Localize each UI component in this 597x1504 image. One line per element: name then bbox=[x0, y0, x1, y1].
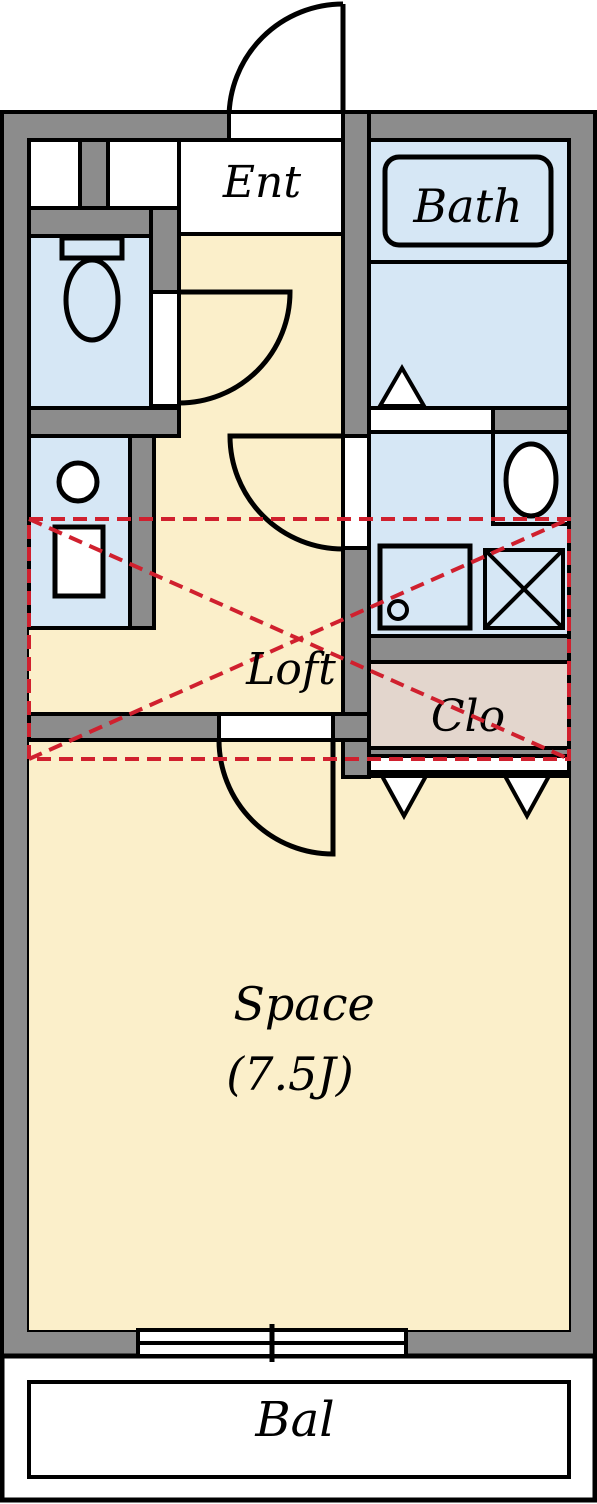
loft-outline bbox=[27, 517, 571, 761]
wash-basin-icon bbox=[503, 441, 559, 519]
loft-label: Loft bbox=[245, 644, 336, 695]
closet bbox=[367, 660, 571, 750]
shoe-box-right bbox=[106, 138, 181, 210]
balcony-label: Bal bbox=[254, 1392, 334, 1448]
entrance-threshold bbox=[227, 110, 345, 142]
entrance-door bbox=[226, 1, 346, 119]
room-door-jamb bbox=[217, 712, 335, 742]
closet-door-marker-left bbox=[378, 774, 430, 821]
closet-label: Clo bbox=[431, 691, 505, 742]
storage-box-icon bbox=[483, 548, 565, 630]
toilet-icon bbox=[59, 235, 125, 343]
entrance-step bbox=[177, 138, 345, 236]
bath-label: Bath bbox=[412, 179, 522, 233]
entrance-label: Ent bbox=[222, 157, 301, 208]
main-room-label: Space bbox=[233, 977, 374, 1031]
shoe-box-left bbox=[27, 138, 82, 210]
stove-icon bbox=[56, 460, 100, 504]
main-room-size: (7.5J) bbox=[226, 1047, 354, 1101]
toilet-door-swing bbox=[178, 289, 293, 406]
bath-door-sill bbox=[367, 406, 495, 434]
drain-icon bbox=[387, 599, 409, 621]
room-door-swing bbox=[216, 739, 336, 857]
balcony-railing bbox=[27, 1380, 571, 1479]
toilet-door-jamb bbox=[149, 290, 181, 408]
sink-icon bbox=[52, 524, 106, 599]
washing-machine-pan bbox=[377, 543, 473, 631]
balcony-window bbox=[136, 1324, 408, 1362]
washroom-door-jamb bbox=[341, 434, 371, 550]
closet-door-marker-right bbox=[501, 774, 553, 821]
bathtub-icon bbox=[382, 154, 554, 248]
washroom-door-swing bbox=[227, 433, 344, 552]
toilet-room bbox=[27, 234, 153, 410]
